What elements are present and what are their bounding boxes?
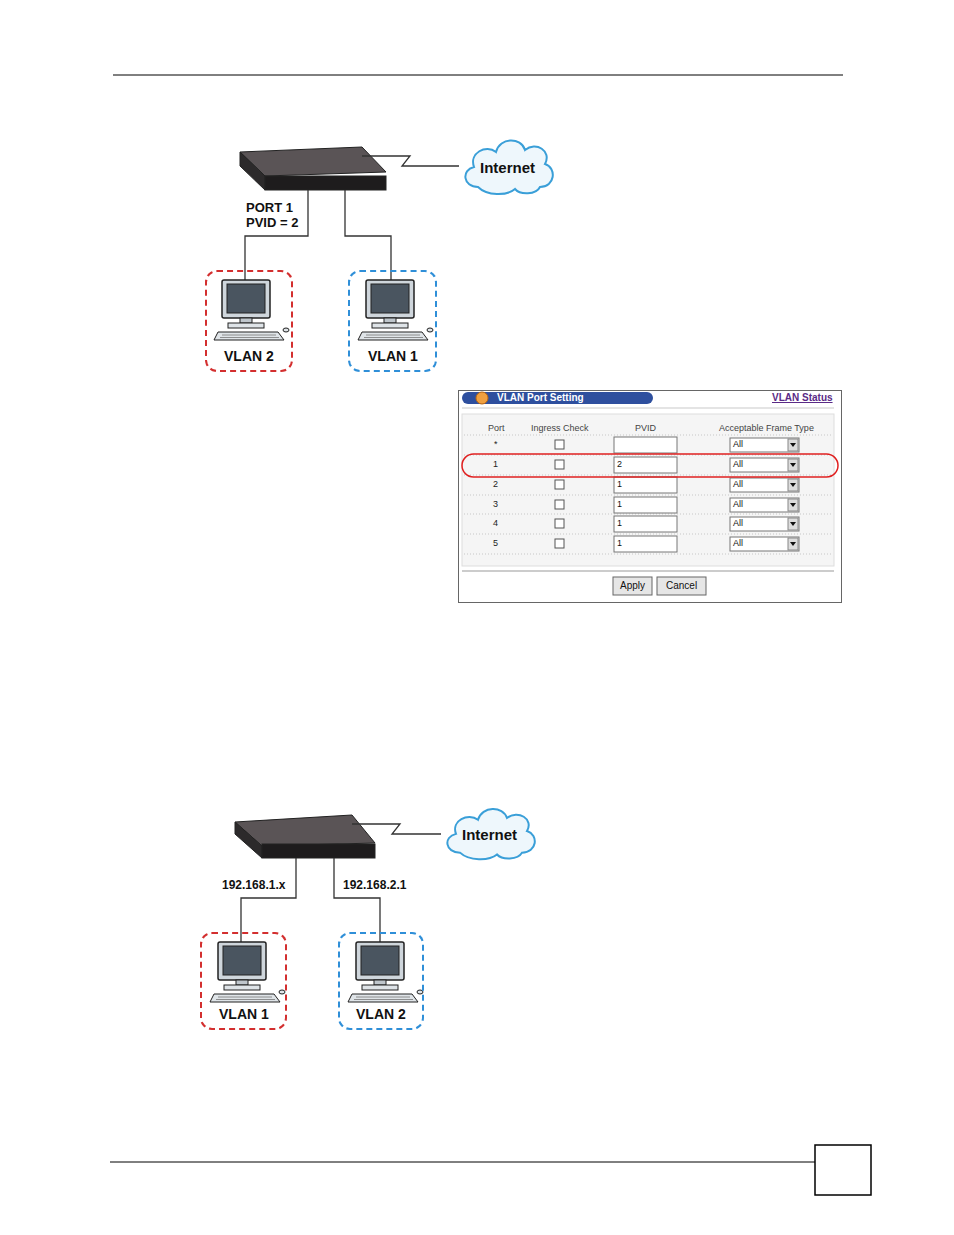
internet-cloud: Internet bbox=[458, 133, 558, 197]
vlan-box: VLAN 2 bbox=[338, 932, 424, 1030]
pvid-input: 1 bbox=[617, 499, 622, 510]
column-header: Acceptable Frame Type bbox=[719, 423, 814, 434]
vlan-box: VLAN 1 bbox=[348, 270, 437, 372]
panel-title: VLAN Port Setting bbox=[497, 392, 584, 404]
pvid-label: PVID = 2 bbox=[246, 215, 298, 230]
ip-label: 192.168.1.x bbox=[222, 878, 285, 892]
vlan-label: VLAN 2 bbox=[356, 1006, 406, 1022]
status-link: VLAN Status bbox=[772, 392, 833, 404]
port-cell: 4 bbox=[493, 518, 498, 529]
ip-label: 192.168.2.1 bbox=[343, 878, 406, 892]
port-cell: 1 bbox=[493, 459, 498, 470]
frame-type-select: All bbox=[733, 439, 743, 450]
port-cell: 5 bbox=[493, 538, 498, 549]
column-header: PVID bbox=[635, 423, 656, 434]
column-header: Ingress Check bbox=[531, 423, 589, 434]
port-cell: 3 bbox=[493, 499, 498, 510]
pvid-input: 2 bbox=[617, 459, 622, 470]
column-header: Port bbox=[488, 423, 505, 434]
pvid-input: 1 bbox=[617, 479, 622, 490]
pvid-input: 1 bbox=[617, 538, 622, 549]
vlan-label: VLAN 1 bbox=[368, 348, 418, 364]
port-label: PORT 1 bbox=[246, 200, 293, 215]
frame-type-select: All bbox=[733, 479, 743, 490]
cloud-label: Internet bbox=[462, 826, 517, 843]
pvid-input: 1 bbox=[617, 518, 622, 529]
port-cell: * bbox=[494, 439, 498, 450]
vlan-label: VLAN 2 bbox=[224, 348, 274, 364]
frame-type-select: All bbox=[733, 538, 743, 549]
apply-button: Apply bbox=[620, 580, 645, 592]
frame-type-select: All bbox=[733, 518, 743, 529]
internet-cloud: Internet bbox=[440, 802, 540, 862]
vlan-label: VLAN 1 bbox=[219, 1006, 269, 1022]
frame-type-select: All bbox=[733, 459, 743, 470]
cancel-button: Cancel bbox=[666, 580, 697, 592]
vlan-box: VLAN 2 bbox=[205, 270, 293, 372]
frame-type-select: All bbox=[733, 499, 743, 510]
cloud-label: Internet bbox=[480, 159, 535, 176]
vlan-box: VLAN 1 bbox=[200, 932, 287, 1030]
port-cell: 2 bbox=[493, 479, 498, 490]
